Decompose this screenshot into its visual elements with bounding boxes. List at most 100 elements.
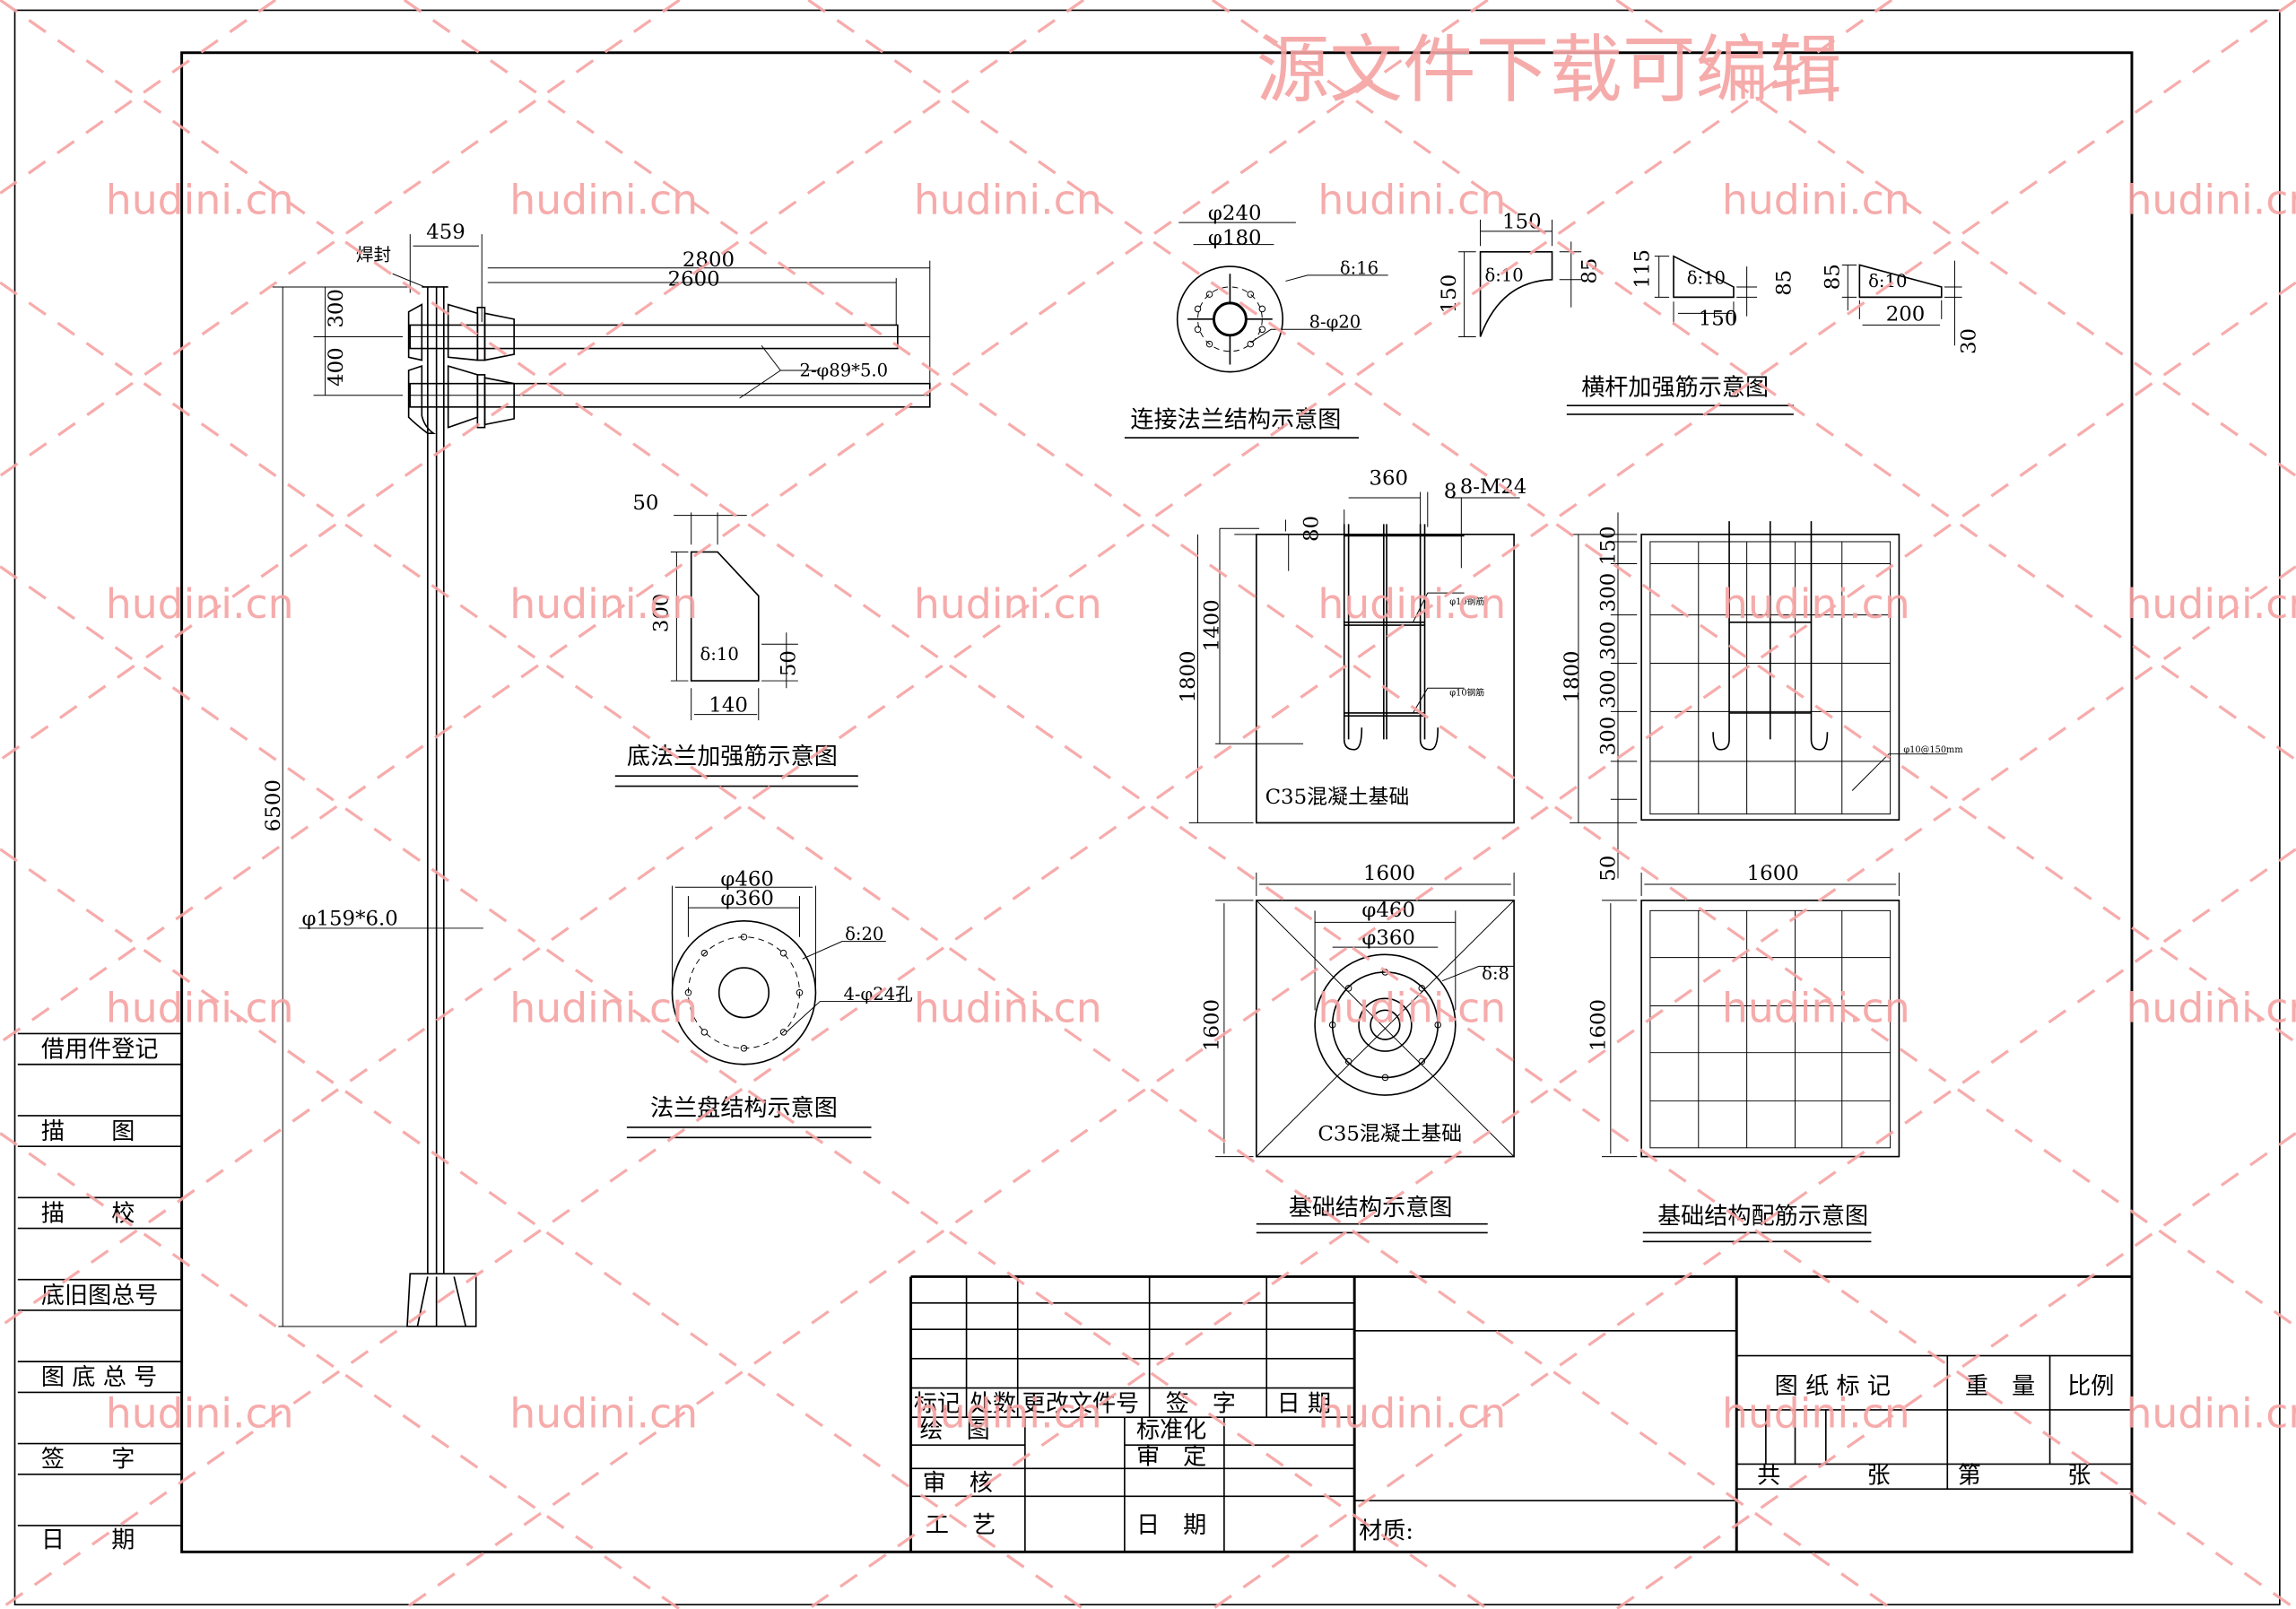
tb-sheet2: 张 bbox=[2067, 1463, 2091, 1490]
watermark-brand: hudini.cn bbox=[1318, 1390, 1506, 1438]
foundation-plan-title: 基础结构示意图 bbox=[1289, 1195, 1453, 1222]
section-depth: 1400 bbox=[1200, 599, 1223, 651]
rebar-spacing: 150 bbox=[1597, 526, 1621, 565]
weld-label: 焊封 bbox=[356, 245, 391, 265]
watermark-banner: 源文件下载可编辑 bbox=[1257, 28, 1842, 113]
base-rib-drawing: 50 300 δ:10 50 140 底法兰加强筋示意图 bbox=[614, 491, 858, 787]
title-block: 标记 处数 更改文件号 签 字 日 期 绘 图 标准化 审 定 审 核 工 艺 … bbox=[909, 1274, 2132, 1552]
watermark-brand: hudini.cn bbox=[1722, 1390, 1910, 1438]
watermark-brand: hudini.cn bbox=[1722, 580, 1910, 628]
rib1-h: 150 bbox=[1438, 274, 1461, 314]
plan-d360: φ360 bbox=[1361, 926, 1415, 950]
pole-spec: φ159*6.0 bbox=[301, 908, 397, 931]
base-rib-t: δ:10 bbox=[700, 644, 738, 665]
tb-approve: 审 定 bbox=[1136, 1443, 1206, 1470]
left-table-label: 签 字 bbox=[41, 1447, 135, 1474]
rebar-spacing: 300 bbox=[1597, 717, 1621, 756]
tb-total: 共 bbox=[1757, 1463, 1780, 1490]
rebar-spacing: 300 bbox=[1597, 669, 1621, 709]
tb-nth: 第 bbox=[1958, 1463, 1981, 1490]
left-record-table: 借用件登记 描 图 描 校 底旧图总号 图 底 总 号 签 字 日 期 bbox=[17, 1032, 182, 1553]
rebar-plan-width: 1600 bbox=[1747, 862, 1799, 885]
flange-d180: φ180 bbox=[1208, 227, 1262, 250]
rebar-section-drawing: 1800 150 300 300 300 300 50 φ10@150mm bbox=[1561, 512, 1963, 882]
tb-header: 处数 bbox=[970, 1391, 1016, 1418]
rebar-plan-drawing: 1600 1600 基础结构配筋示意图 bbox=[1587, 862, 1900, 1243]
watermark-brand: hudini.cn bbox=[1318, 984, 1506, 1031]
base-rib-h: 300 bbox=[650, 594, 674, 633]
section-w: 360 bbox=[1369, 466, 1408, 490]
watermark-brand: hudini.cn bbox=[1318, 580, 1506, 628]
left-table-label: 描 校 bbox=[41, 1200, 135, 1227]
watermark-brand: hudini.cn bbox=[2126, 176, 2296, 223]
left-table-label: 图 底 总 号 bbox=[41, 1364, 157, 1391]
watermark-brand: hudini.cn bbox=[509, 984, 698, 1031]
rebar-spacing: 300 bbox=[1597, 573, 1621, 613]
dim-459: 459 bbox=[426, 221, 465, 244]
rib2-w: 150 bbox=[1699, 307, 1738, 330]
tb-craft: 工 艺 bbox=[926, 1512, 996, 1539]
watermark-brand: hudini.cn bbox=[2126, 1390, 2296, 1438]
left-table-label: 借用件登记 bbox=[41, 1037, 159, 1064]
base-rib-w: 140 bbox=[709, 693, 748, 717]
flange-thickness: δ:16 bbox=[1340, 257, 1378, 278]
connection-flange-drawing: φ240 φ180 δ:16 8-φ20 连接法兰结构示意图 bbox=[1124, 202, 1388, 439]
rebar-bar-note: φ10@150mm bbox=[1903, 745, 1962, 755]
tb-material: 材质: bbox=[1359, 1518, 1413, 1545]
plate-t: δ:20 bbox=[845, 924, 883, 944]
tb-draw: 绘 图 bbox=[919, 1417, 989, 1444]
arm-ribs-title: 横杆加强筋示意图 bbox=[1581, 375, 1769, 402]
left-table-label: 底旧图总号 bbox=[41, 1283, 159, 1309]
base-rib-h2: 50 bbox=[778, 650, 801, 676]
plan-width: 1600 bbox=[1363, 862, 1415, 885]
tb-review: 审 核 bbox=[923, 1470, 993, 1497]
plan-material: C35混凝土基础 bbox=[1318, 1123, 1462, 1146]
section-gap: 8 bbox=[1444, 480, 1457, 503]
flange-d240: φ240 bbox=[1208, 202, 1262, 225]
watermark-brand: hudini.cn bbox=[2126, 984, 2296, 1031]
rib3-h: 85 bbox=[1821, 264, 1844, 290]
section-total: 1800 bbox=[1177, 650, 1200, 702]
rebar-total: 1800 bbox=[1561, 650, 1584, 702]
rebar-plan-title: 基础结构配筋示意图 bbox=[1657, 1204, 1868, 1231]
watermark-brand: hudini.cn bbox=[509, 176, 698, 223]
watermark-brand: hudini.cn bbox=[2126, 580, 2296, 628]
foundation-plan-drawing: 1600 φ460 φ360 δ:8 1600 C35混凝土基础 基础结构示意图 bbox=[1200, 862, 1515, 1234]
watermark-brand: hudini.cn bbox=[914, 176, 1102, 223]
rib3-w: 200 bbox=[1886, 302, 1926, 326]
watermark-brand: hudini.cn bbox=[106, 580, 294, 628]
watermark-brand: hudini.cn bbox=[914, 1390, 1102, 1438]
watermark-brand: hudini.cn bbox=[1722, 984, 1910, 1031]
tb-sheet: 张 bbox=[1867, 1463, 1891, 1490]
tb-date: 日 期 bbox=[1136, 1512, 1206, 1539]
plate-d460: φ460 bbox=[720, 868, 774, 891]
watermark-brand: hudini.cn bbox=[509, 580, 698, 628]
rebar-spacing: 300 bbox=[1597, 622, 1621, 661]
rib2-h: 115 bbox=[1631, 249, 1654, 289]
tb-header: 签 字 bbox=[1166, 1391, 1236, 1418]
watermark-brand: hudini.cn bbox=[1722, 176, 1910, 223]
pole-elevation: 459 焊封 2800 2600 300 400 2-φ89*5.0 6500 … bbox=[262, 221, 931, 1327]
tb-header: 日 期 bbox=[1277, 1391, 1332, 1418]
connection-flange-title: 连接法兰结构示意图 bbox=[1130, 407, 1341, 434]
rib1-w: 150 bbox=[1502, 211, 1542, 234]
dim-400: 400 bbox=[325, 347, 348, 387]
section-bar-note: φ10钢筋 bbox=[1449, 596, 1484, 607]
tb-standard: 标准化 bbox=[1136, 1417, 1206, 1444]
arm-ribs-drawing: 150 δ:10 150 85 115 δ:10 150 85 85 δ:10 … bbox=[1438, 211, 1980, 415]
flange-holes: 8-φ20 bbox=[1309, 312, 1361, 333]
left-table-label: 日 期 bbox=[41, 1526, 135, 1553]
foundation-section-drawing: 360 8 8-M24 80 1400 1800 φ10钢筋 φ10钢筋 C35… bbox=[1177, 466, 1526, 824]
drawing-frame bbox=[180, 51, 2134, 1553]
section-bar-note: φ10钢筋 bbox=[1449, 686, 1484, 698]
base-rib-top: 50 bbox=[632, 491, 658, 515]
rebar-bottom: 50 bbox=[1597, 856, 1621, 882]
watermark-brand: hudini.cn bbox=[106, 176, 294, 223]
watermark-brand: hudini.cn bbox=[106, 1390, 294, 1438]
rib2-h2: 85 bbox=[1773, 270, 1796, 296]
rib2-t: δ:10 bbox=[1687, 268, 1726, 289]
rib3-tip: 30 bbox=[1957, 328, 1980, 354]
outer-border bbox=[13, 9, 2281, 1605]
